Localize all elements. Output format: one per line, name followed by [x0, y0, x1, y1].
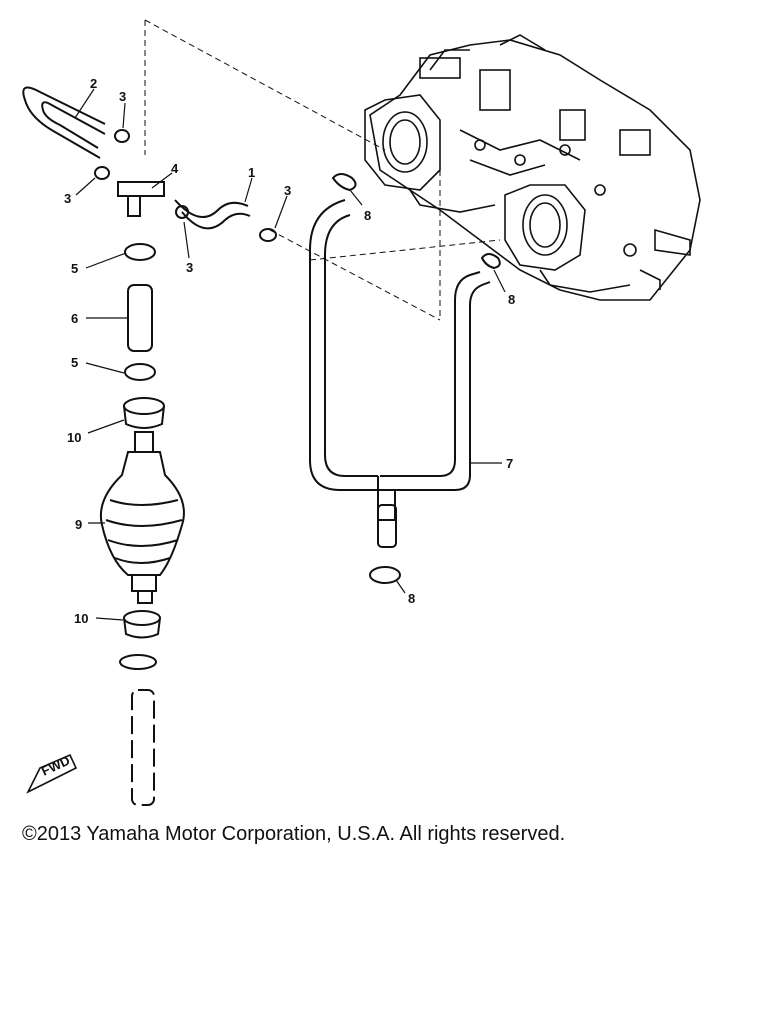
callout-9: 9: [75, 517, 82, 532]
carburetor-assembly: [364, 34, 701, 301]
callout-10-top: 10: [67, 430, 81, 445]
dashed-guide-lines: [144, 19, 501, 321]
callout-3-top: 3: [119, 89, 126, 104]
hose-7: [309, 199, 491, 548]
clip-3-right: [259, 228, 277, 242]
callout-8-lower: 8: [408, 591, 415, 606]
clip-5-top: [124, 243, 156, 261]
clip-5-bottom: [124, 363, 156, 381]
clip-3-middle: [175, 205, 189, 219]
fwd-label: FWD: [39, 753, 72, 779]
fwd-arrow-icon: [26, 753, 78, 794]
callout-2: 2: [90, 76, 97, 91]
callout-leaders: [74, 88, 506, 621]
callout-10-bottom: 10: [74, 611, 88, 626]
lower-hose: [131, 689, 155, 806]
callout-3-right: 3: [284, 183, 291, 198]
lower-clip: [119, 654, 157, 670]
callout-4: 4: [171, 161, 179, 176]
clip-8-upper: [331, 173, 357, 192]
hose-2: [22, 86, 106, 159]
clip-3-lower: [94, 166, 110, 180]
cap-10-top: [123, 397, 165, 429]
tee-joint-4: [117, 181, 165, 217]
callout-5-top: 5: [71, 261, 78, 276]
primer-pump-9: [100, 431, 185, 604]
callout-1: 1: [248, 165, 255, 180]
cap-10-bottom: [123, 610, 161, 639]
clip-8-lower: [369, 566, 401, 584]
callout-7: 7: [506, 456, 513, 471]
callout-8-right: 8: [508, 292, 515, 307]
hose-1: [174, 199, 251, 230]
fuel-system-diagram: 2 3 3 4 1 3 3 5 6 5 10 9 10 8 8 7 8 FWD: [22, 19, 701, 806]
callout-8-upper: 8: [364, 208, 371, 223]
callout-6: 6: [71, 311, 78, 326]
callout-3-bottom: 3: [186, 260, 193, 275]
clip-3-upper: [114, 129, 130, 143]
hose-6: [127, 284, 153, 352]
callout-3-left: 3: [64, 191, 71, 206]
copyright-notice: ©2013 Yamaha Motor Corporation, U.S.A. A…: [22, 823, 566, 845]
callout-5-bottom: 5: [71, 355, 78, 370]
clip-8-right: [480, 253, 501, 270]
